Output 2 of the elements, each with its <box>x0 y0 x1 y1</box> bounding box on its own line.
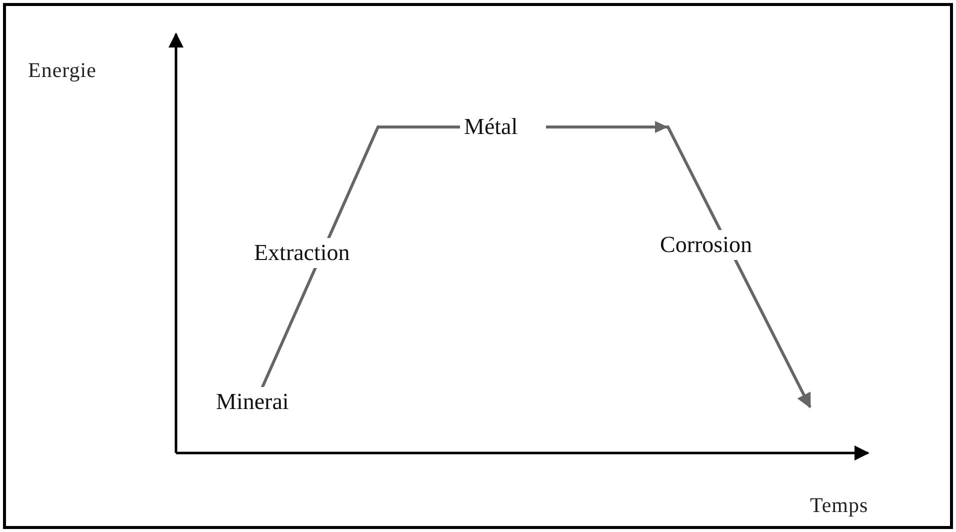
axis-label: Energie <box>28 58 96 83</box>
axis-label: Temps <box>810 493 868 518</box>
